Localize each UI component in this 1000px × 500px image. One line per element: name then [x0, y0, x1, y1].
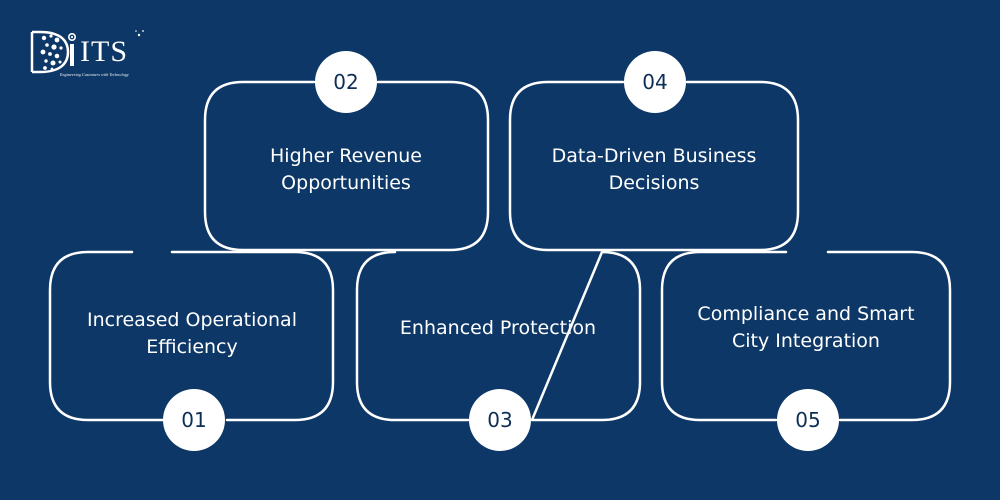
logo-mark-icon — [30, 30, 144, 74]
card-label-02: Higher Revenue Opportunities — [270, 145, 422, 194]
card-badge-03: 03 — [469, 389, 531, 451]
card-label-01: Increased Operational Efficiency — [87, 309, 297, 358]
company-logo: ITS Engineering Customers with Technolog… — [26, 24, 146, 82]
card-badge-04: 04 — [624, 51, 686, 113]
logo-wordmark: ITS — [80, 35, 128, 68]
card-label-04: Data-Driven Business Decisions — [551, 145, 757, 194]
card-badge-02: 02 — [315, 51, 377, 113]
card-badge-01: 01 — [163, 389, 225, 451]
logo-tagline: Engineering Customers with Technology — [60, 72, 129, 77]
card-badge-05: 05 — [777, 389, 839, 451]
card-label-03: Enhanced Protection — [399, 316, 597, 339]
card-label-05: Compliance and Smart City Integration — [697, 303, 915, 352]
